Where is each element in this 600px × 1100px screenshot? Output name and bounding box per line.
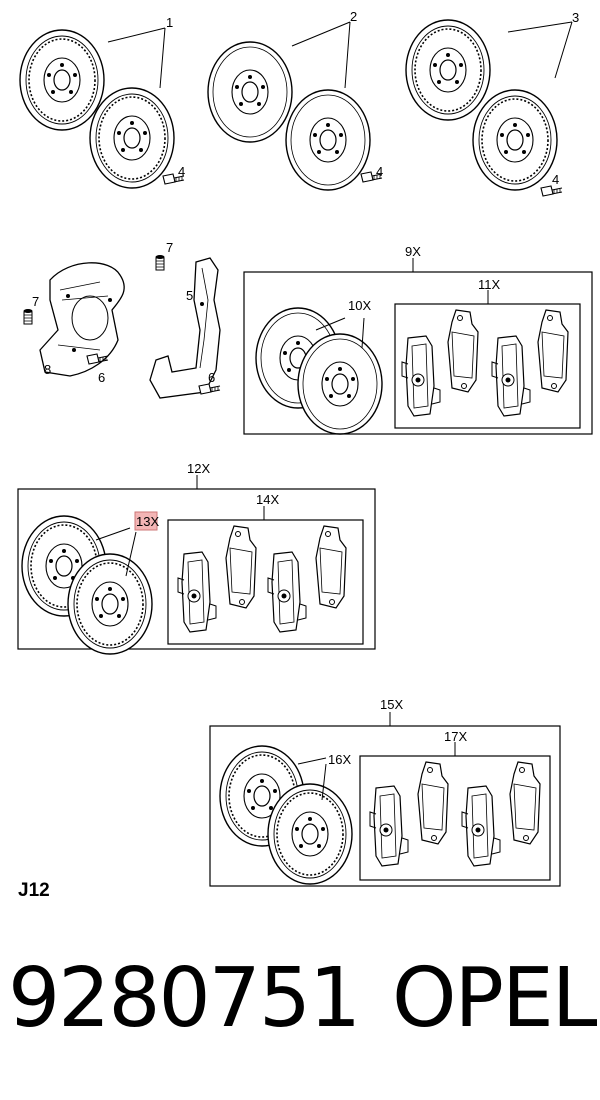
callout-14x: 14X <box>256 492 279 507</box>
part-number: 9280751 <box>8 951 361 1046</box>
brake-pad-17x-1 <box>369 785 409 867</box>
brake-pad-11x-1 <box>401 335 441 417</box>
brake-pad-11x-4 <box>537 309 569 393</box>
callout-6b: 6 <box>208 370 215 385</box>
parts-diagram: 1 4 2 4 3 4 7 7 8 6 5 6 <box>17 9 593 887</box>
callout-15x: 15X <box>380 697 403 712</box>
brake-pad-17x-2 <box>417 761 449 845</box>
callout-17x: 17X <box>444 729 467 744</box>
disc-group-1 <box>19 27 185 189</box>
brake-disc-right-16x <box>267 783 353 885</box>
highlight-marker <box>134 511 158 531</box>
brake-pad-17x-4 <box>509 761 541 845</box>
brake-pad-11x-3 <box>491 335 531 417</box>
brake-pad-14x-4 <box>315 525 347 609</box>
screw-icon <box>23 308 33 325</box>
kit-box-15x <box>209 712 561 887</box>
callout-5: 5 <box>186 288 193 303</box>
callout-4c: 4 <box>552 172 559 187</box>
callout-3: 3 <box>572 10 579 25</box>
callout-7b: 7 <box>166 240 173 255</box>
callout-11x: 11X <box>478 277 500 292</box>
callout-6a: 6 <box>98 370 105 385</box>
brake-pad-14x-3 <box>267 551 307 633</box>
brand-name: OPEL <box>392 951 597 1046</box>
callout-16x: 16X <box>328 752 351 767</box>
caliper-bracket <box>149 257 221 399</box>
brake-disc-left-1 <box>19 29 105 131</box>
bolt-icon <box>540 185 563 197</box>
vented-disc-left-3 <box>405 19 491 121</box>
section-code: J12 <box>18 880 50 901</box>
brake-pad-14x-2 <box>225 525 257 609</box>
callout-1: 1 <box>166 15 173 30</box>
vented-disc-right-3 <box>472 89 558 191</box>
brake-disc-right-1 <box>89 87 175 189</box>
brake-pad-17x-3 <box>461 785 501 867</box>
bolt-icon <box>198 383 221 395</box>
kit-box-9x <box>243 258 593 435</box>
brake-disc-right-12x <box>67 553 153 655</box>
splash-shield <box>39 262 125 377</box>
callout-7a: 7 <box>32 294 39 309</box>
callout-10x: 10X <box>348 298 371 313</box>
callout-4a: 4 <box>178 164 185 179</box>
callout-12x: 12X <box>187 461 210 476</box>
callout-4b: 4 <box>376 164 383 179</box>
brake-disc-left-2 <box>207 41 293 143</box>
brake-pad-14x-1 <box>177 551 217 633</box>
brake-pad-11x-2 <box>447 309 479 393</box>
brake-disc-right-10x <box>297 333 383 435</box>
callout-13x: 13X <box>136 514 159 529</box>
kit-box-12x <box>17 475 376 655</box>
callout-2: 2 <box>350 9 357 24</box>
callout-8: 8 <box>44 362 51 377</box>
disc-group-2 <box>207 21 383 191</box>
disc-group-3 <box>405 19 573 197</box>
brake-disc-right-2 <box>285 89 371 191</box>
screw-icon <box>155 254 165 271</box>
callout-9x: 9X <box>405 244 421 259</box>
